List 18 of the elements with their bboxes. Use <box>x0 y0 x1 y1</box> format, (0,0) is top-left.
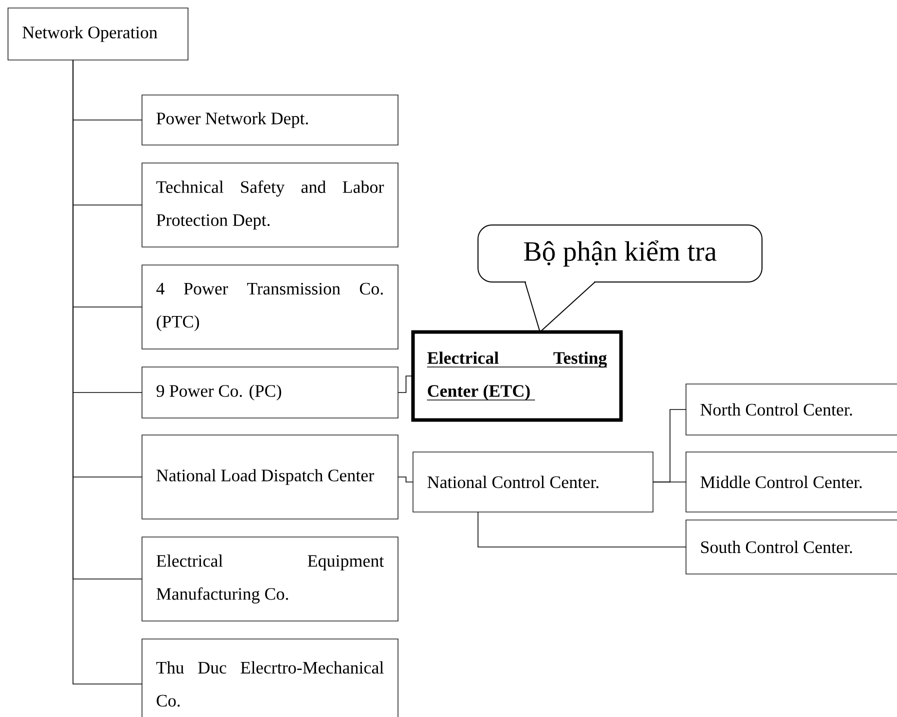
connector-line <box>478 512 686 548</box>
org-box: Power Network Dept. <box>142 94 398 146</box>
org-box: Technical Safety and Labor Protection Dept. <box>142 162 398 248</box>
org-box: National Load Dispatch Center <box>142 434 398 520</box>
connector-line <box>398 476 414 482</box>
connector-line <box>398 376 414 393</box>
org-box: Thu Duc Elecrtro-Mechanical Co. <box>142 638 398 717</box>
org-box: North Control Center. <box>686 384 897 436</box>
callout-bubble: Bộ phận kiểm tra <box>478 224 762 332</box>
org-box: South Control Center. <box>686 520 897 574</box>
highlighted-box: Electrical Testing Center (ETC) <box>411 330 623 422</box>
org-box: 9 Power Co. (PC) <box>142 366 398 418</box>
org-box: Electrical Equipment Manufacturing Co. <box>142 536 398 622</box>
org-box: 4 Power Transmission Co. (PTC) <box>142 264 398 350</box>
org-box: Network Operation <box>8 8 188 60</box>
org-box: National Control Center. <box>412 452 654 512</box>
connector-line <box>72 60 142 684</box>
org-box: Middle Control Center. <box>686 452 897 512</box>
